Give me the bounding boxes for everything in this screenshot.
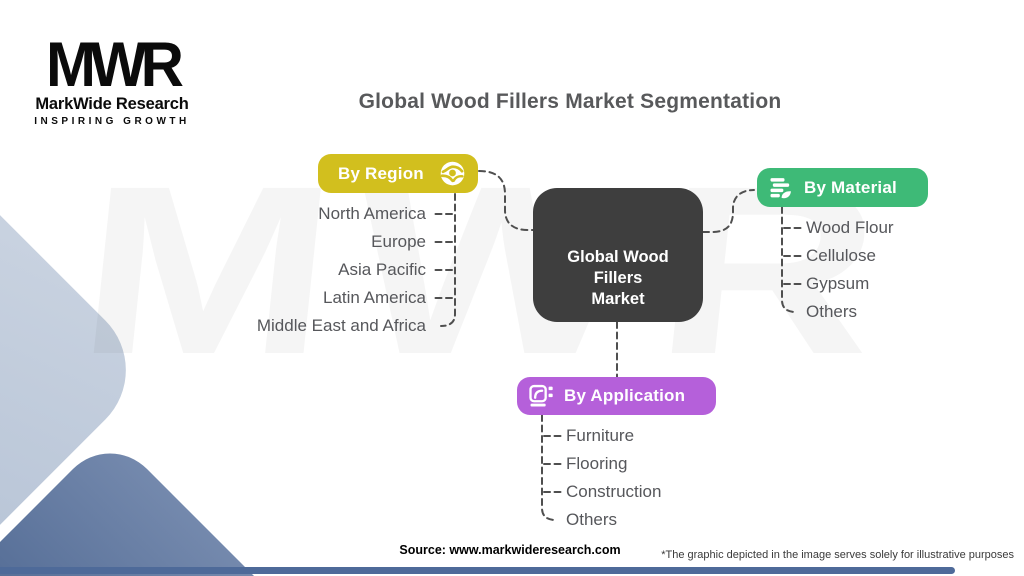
- markwide-logo: MWR MarkWide Research INSPIRING GROWTH: [32, 29, 192, 127]
- list-item: North America: [318, 204, 426, 223]
- logo-name: MarkWide Research: [35, 95, 189, 113]
- list-item: Others: [806, 302, 858, 321]
- list-item: Asia Pacific: [338, 260, 426, 279]
- list-item: Construction: [566, 482, 662, 501]
- application-list: Furniture Flooring Construction Others: [566, 422, 786, 534]
- segment-badge-application: By Application: [517, 377, 716, 415]
- market-center-node: Global Wood Fillers Market: [533, 188, 703, 322]
- decor-bottom-bar: [0, 567, 955, 574]
- page-title: Global Wood Fillers Market Segmentation: [358, 90, 782, 113]
- disclaimer-text: *The graphic depicted in the image serve…: [661, 549, 1014, 561]
- region-list: North America Europe Asia Pacific Latin …: [118, 200, 426, 340]
- materials-stack-icon: [767, 174, 795, 202]
- connector-region-to-center: [478, 170, 534, 231]
- center-node-line: Market: [591, 290, 645, 308]
- list-item: Wood Flour: [806, 218, 894, 237]
- segment-badge-region: By Region: [318, 154, 478, 193]
- material-list: Wood Flour Cellulose Gypsum Others: [806, 214, 1006, 326]
- segment-badge-region-label: By Region: [338, 163, 424, 183]
- center-node-line: Fillers: [593, 269, 643, 287]
- center-node-line: Global Wood: [567, 248, 669, 266]
- source-text: Source: www.markwideresearch.com: [399, 543, 621, 557]
- logo-tagline: INSPIRING GROWTH: [34, 116, 190, 127]
- segment-badge-application-label: By Application: [564, 386, 686, 405]
- connector-region-spine: [440, 193, 456, 327]
- connector-material-spine: [781, 206, 797, 313]
- segment-badge-material-label: By Material: [804, 177, 897, 197]
- logo-monogram: MWR: [46, 29, 184, 100]
- blueprint-icon: [527, 382, 555, 410]
- list-item: Europe: [371, 232, 426, 251]
- list-item: Latin America: [323, 288, 426, 307]
- segment-badge-material: By Material: [757, 168, 928, 207]
- list-item: Cellulose: [806, 246, 876, 265]
- list-item: Middle East and Africa: [256, 316, 426, 335]
- connector-center-to-material: [702, 189, 755, 233]
- list-item: Others: [566, 510, 618, 529]
- list-item: Furniture: [566, 426, 635, 445]
- list-item: Gypsum: [806, 274, 870, 293]
- globe-icon: [439, 160, 466, 187]
- list-item: Flooring: [566, 454, 628, 473]
- connector-application-spine: [541, 414, 557, 521]
